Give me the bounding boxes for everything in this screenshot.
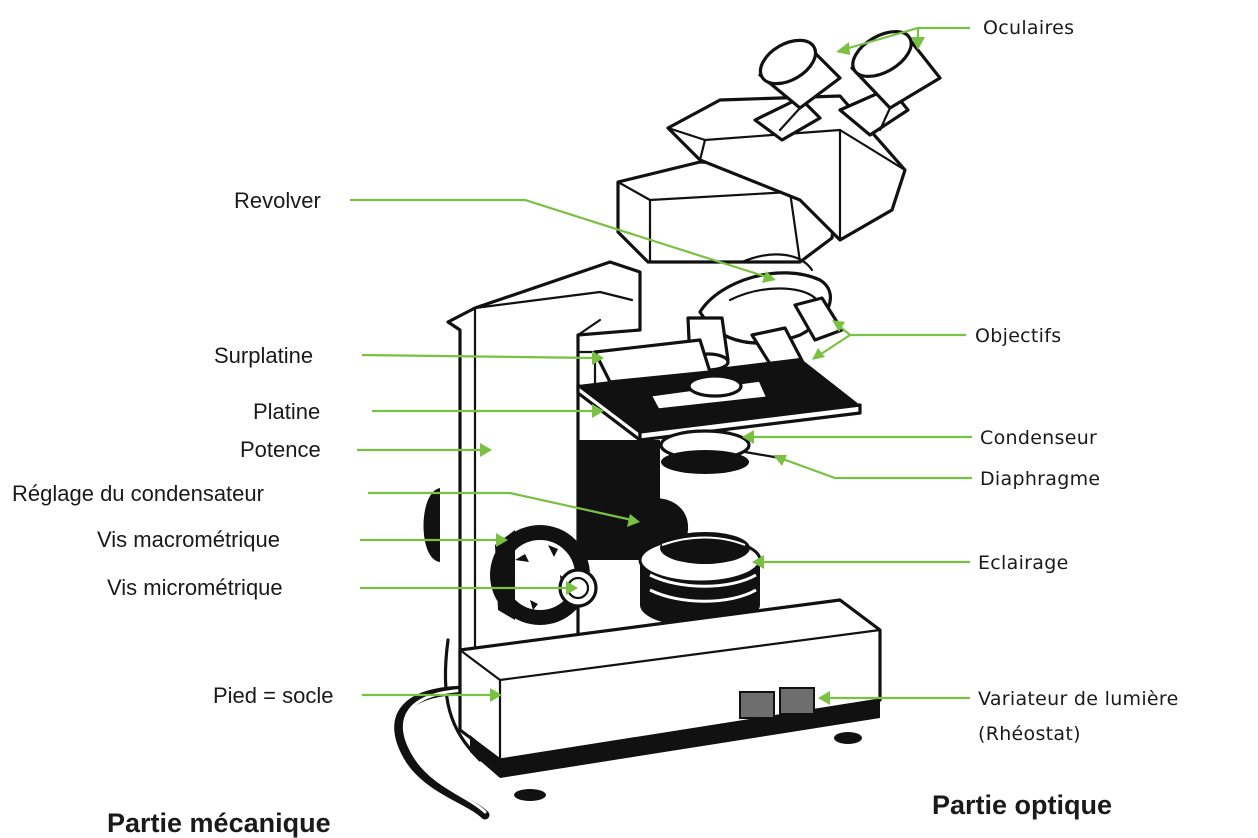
label-potence: Potence bbox=[240, 437, 321, 462]
label-surplatine: Surplatine bbox=[214, 343, 313, 368]
label-eclairage: Eclairage bbox=[978, 552, 1069, 574]
label-objectifs: Objectifs bbox=[975, 325, 1061, 347]
group-label-mecanique: Partie mécanique bbox=[107, 808, 331, 838]
label-pied-socle: Pied = socle bbox=[213, 683, 333, 708]
label-variateur: Variateur de lumière bbox=[978, 688, 1179, 710]
label-platine: Platine bbox=[253, 399, 320, 424]
label-reglage-condensateur: Réglage du condensateur bbox=[12, 481, 264, 506]
leader-diaphragme bbox=[780, 458, 972, 478]
rear-knob bbox=[424, 488, 441, 562]
label-condenseur: Condenseur bbox=[980, 427, 1097, 449]
group-label-optique: Partie optique bbox=[932, 790, 1112, 820]
label-rheostat: (Rhéostat) bbox=[978, 723, 1081, 745]
microscope-illustration bbox=[399, 22, 940, 815]
label-vis-macrometrique: Vis macrométrique bbox=[97, 527, 280, 552]
arrow-oculaires-1 bbox=[836, 42, 850, 55]
label-diaphragme: Diaphragme bbox=[980, 468, 1100, 490]
label-oculaires: Oculaires bbox=[983, 17, 1074, 39]
label-revolver: Revolver bbox=[234, 188, 321, 213]
label-vis-micrometrique: Vis micrométrique bbox=[107, 575, 283, 600]
leader-objectifs-1 bbox=[838, 325, 966, 335]
